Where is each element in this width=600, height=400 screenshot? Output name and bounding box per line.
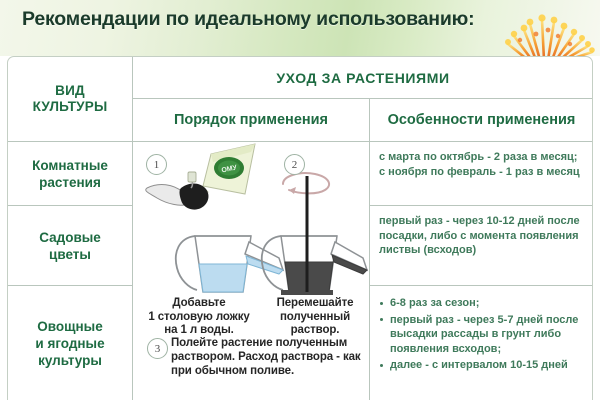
crop-header-divider <box>8 141 132 142</box>
page-title: Рекомендации по идеальному использованию… <box>22 8 475 30</box>
step-drawings: ОМУ <box>145 143 369 295</box>
step-1-caption-line1: Добавьте <box>172 297 226 309</box>
row-label-garden-line1: Садовые <box>39 229 101 245</box>
features-bullet-1: 6-8 раз за сезон; <box>379 296 587 311</box>
row-label-indoor-plants: Комнатные растения <box>8 142 132 205</box>
watering-can-icon-step1 <box>174 235 285 293</box>
header-plant-care: УХОД ЗА РАСТЕНИЯМИ <box>276 69 450 86</box>
header-crop-type: ВИД КУЛЬТУРЫ <box>8 57 132 141</box>
usage-illustration: ОМУ <box>133 142 369 400</box>
header-body-divider <box>8 141 592 142</box>
features-garden-line2: посадки, либо с момента появления <box>379 229 579 242</box>
step-1-caption: Добавьте 1 столовую ложку на 1 л воды. <box>135 297 263 338</box>
features-cell-vegetable-berry: 6-8 раз за сезон; первый раз - через 5-7… <box>370 286 592 400</box>
row-label-indoor-line1: Комнатные <box>32 157 108 173</box>
features-indoor-line2: с ноября по февраль - 1 раз в месяц <box>379 165 580 178</box>
step-2-caption-line2: полученный <box>279 310 351 323</box>
row-label-indoor-line2: растения <box>39 174 101 190</box>
row-label-veg-line2: и ягодные <box>35 335 105 351</box>
header-order-of-use: Порядок применения <box>173 112 329 128</box>
header-banner: Рекомендации по идеальному использованию… <box>0 0 600 56</box>
header-crop-type-line2: КУЛЬТУРЫ <box>32 99 108 114</box>
step-3-text: Полейте растение полученным раствором. Р… <box>171 337 361 377</box>
features-garden-line3: листвы (всходов) <box>379 244 477 256</box>
orange-flower-icon <box>505 14 595 56</box>
row-divider-2-right <box>370 285 592 286</box>
row-label-veg-line3: культуры <box>38 352 102 368</box>
features-bullet-list: 6-8 раз за сезон; первый раз - через 5-7… <box>379 296 587 373</box>
svg-text:ОМУ: ОМУ <box>221 164 238 174</box>
features-bullet-2: первый раз - через 5-7 дней после высадк… <box>379 313 587 357</box>
features-indoor-line1: с марта по октябрь - 2 раза в месяц; <box>379 151 578 163</box>
row-divider-2-left <box>8 285 132 286</box>
fertilizer-packet-icon: ОМУ <box>200 143 256 195</box>
row-label-veg-line1: Овощные <box>37 318 103 334</box>
header-crop-type-line1: ВИД <box>55 83 85 98</box>
step-2-caption: Перемешайте полученный раствор. <box>261 297 369 338</box>
features-bullet-3: далее - с интервалом 10-15 дней <box>379 358 587 373</box>
column-divider-2 <box>369 98 370 400</box>
row-divider-1-left <box>8 205 132 206</box>
recommendations-table: ВИД КУЛЬТУРЫ УХОД ЗА РАСТЕНИЯМИ Порядок … <box>7 56 593 400</box>
row-label-vegetable-berry: Овощные и ягодные культуры <box>8 286 132 400</box>
features-garden-line1: первый раз - через 10-12 дней после <box>379 215 580 227</box>
row-label-garden-line2: цветы <box>49 246 91 262</box>
row-label-garden-flowers: Садовые цветы <box>8 206 132 285</box>
step-2-caption-line1: Перемешайте <box>276 297 354 309</box>
step-2-caption-line3: раствор. <box>290 324 340 336</box>
header-features-of-use: Особенности применения <box>387 112 576 128</box>
step-1-caption-line3: на 1 л воды. <box>164 324 234 336</box>
step-1-caption-line2: 1 столовую ложку <box>148 310 250 323</box>
step-badge-3: 3 <box>147 338 168 359</box>
features-cell-garden-flowers: первый раз - через 10-12 дней после поса… <box>370 206 592 285</box>
spoon-icon <box>145 171 209 210</box>
column-divider-1 <box>132 57 133 400</box>
watering-can-icon-step2 <box>260 176 369 295</box>
step-badge-1: 1 <box>146 154 167 175</box>
features-cell-indoor-plants: с марта по октябрь - 2 раза в месяц; с н… <box>370 142 592 205</box>
header-divider <box>133 98 592 99</box>
step-badge-2: 2 <box>284 154 305 175</box>
row-divider-1-right <box>370 205 592 206</box>
